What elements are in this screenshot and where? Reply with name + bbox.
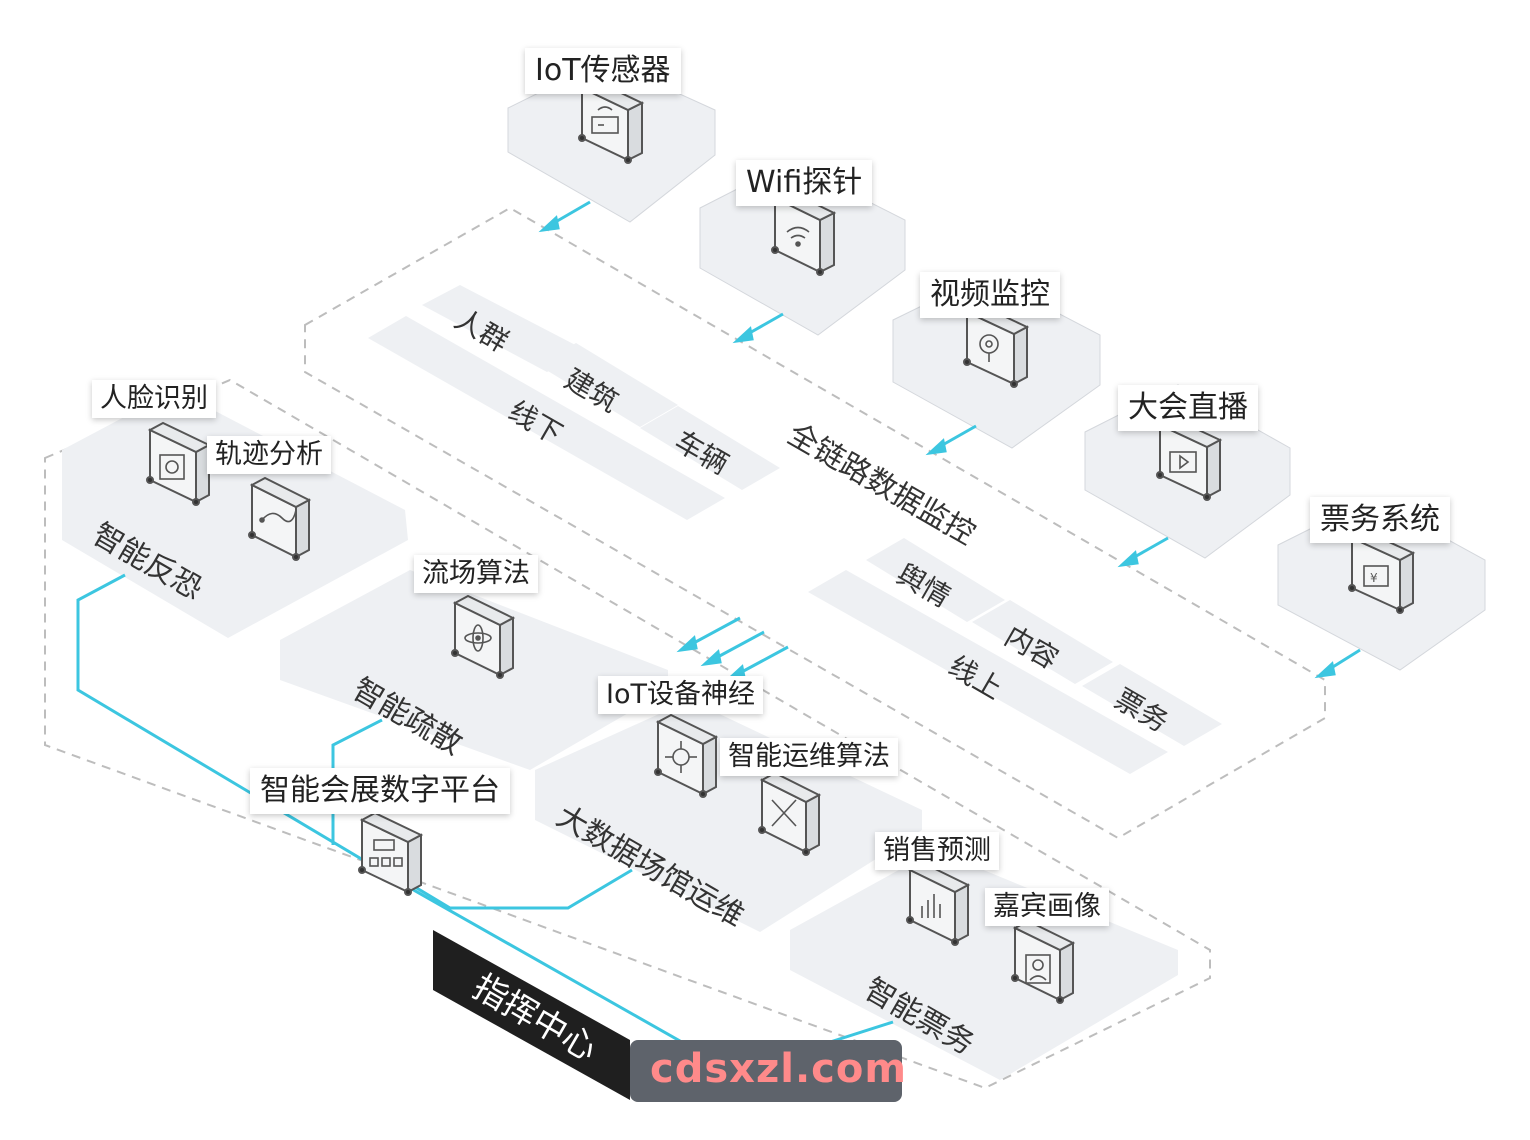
svg-text:¥: ¥: [1370, 571, 1378, 585]
wifi-icon: [786, 226, 810, 247]
device-face-recognition: [146, 421, 212, 506]
panel-evacuation: [280, 570, 668, 770]
arrow-live-head: [1117, 550, 1139, 568]
label-track-analysis: 轨迹分析: [207, 436, 331, 474]
label-iot-neural: IoT设备神经: [598, 676, 763, 714]
label-platform: 智能会展数字平台: [250, 768, 510, 814]
platform-zone-outline: [44, 378, 1211, 1090]
camera-icon: [979, 334, 999, 362]
label-wifi-probe: Wifi探针: [736, 160, 873, 206]
panel-anti-terror: [62, 390, 408, 638]
track-icon: [259, 509, 297, 523]
device-iot-neural: [654, 713, 719, 798]
strip-online-main: [808, 570, 1168, 774]
arrow-ticket-head: [1314, 661, 1336, 679]
monitor-zone-outline: [304, 206, 1326, 840]
label-face-recognition: 人脸识别: [92, 380, 216, 418]
strip-offline-vehicle: [640, 406, 780, 490]
strip-online-ticket: [1082, 664, 1222, 746]
label-ops-algorithm: 智能运维算法: [720, 738, 898, 776]
label-ticket-system: 票务系统: [1310, 497, 1450, 543]
arrow-down-3: [737, 645, 789, 676]
arrow-video-head: [925, 438, 947, 456]
device-ticket-system: [1348, 529, 1416, 614]
device-video-monitor: [963, 303, 1030, 388]
label-iot-sensor: IoT传感器: [525, 48, 681, 94]
chip-icon: [665, 741, 697, 773]
router-icon: [591, 106, 619, 134]
arrow-iot-head: [538, 215, 560, 233]
arrow-live: [1130, 536, 1169, 561]
device-ops-algorithm: [758, 771, 822, 856]
tools-icon: [771, 799, 797, 827]
platform-icon: [369, 839, 403, 867]
panel-bigdata: [535, 700, 922, 932]
watermark-text: cdsxzl.com: [650, 1046, 908, 1092]
portrait-icon: [1025, 954, 1051, 984]
strip-online-content: [972, 600, 1113, 684]
tv-play-icon: [1169, 451, 1197, 473]
label-video-monitor: 视频监控: [920, 272, 1060, 318]
device-track-analysis: [248, 476, 312, 561]
command-center-block: [433, 930, 630, 1100]
strip-online-sentiment: [866, 538, 1005, 622]
face-scan-icon: [159, 454, 185, 480]
watermark-badge: cdsxzl.com: [630, 1040, 906, 1102]
bar-chart-icon: [921, 894, 941, 918]
strip-offline-building: [538, 343, 678, 427]
label-sales-forecast: 销售预测: [875, 832, 999, 870]
arrow-down-1: [689, 616, 741, 647]
arrow-iot: [551, 200, 591, 226]
panel-ticketing: [790, 850, 1178, 1080]
arrow-down-2-head: [700, 649, 722, 667]
arrow-wifi: [745, 312, 784, 337]
device-iot-sensor: [578, 79, 645, 164]
arrow-down-2: [713, 630, 765, 661]
atom-icon: [464, 624, 492, 652]
strip-offline-crowd: [422, 285, 585, 372]
arrow-wifi-head: [732, 326, 754, 344]
arrow-down-1-head: [676, 635, 698, 653]
ticket-icon: ¥: [1363, 565, 1389, 587]
device-platform: [358, 811, 424, 896]
label-guest-portrait: 嘉宾画像: [985, 888, 1109, 926]
link-bigdata: [399, 868, 633, 910]
strip-offline-main: [368, 316, 725, 520]
label-flow-algorithm: 流场算法: [414, 555, 538, 593]
arrow-video: [938, 424, 977, 449]
device-sales-forecast: [906, 861, 971, 946]
label-live-stream: 大会直播: [1118, 385, 1258, 431]
